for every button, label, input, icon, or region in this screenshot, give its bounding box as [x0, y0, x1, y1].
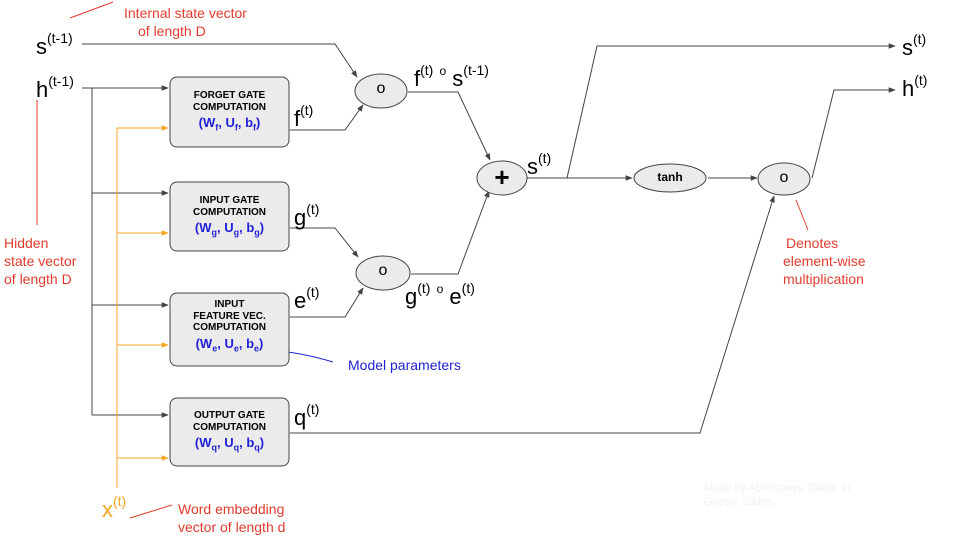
word-embedding-note-line1: Word embedding [178, 501, 285, 517]
elementwise-pointer [795, 199, 809, 231]
mult-mid-node [355, 255, 411, 291]
credit-note: Made by Abhimanyu Talwar in Google Slide… [704, 481, 850, 509]
model-params-note: Model parameters [348, 357, 461, 373]
internal-state-note-line1: Internal state vector [124, 5, 247, 21]
plus-node [476, 160, 528, 196]
word-embedding-note: Word embedding vector of length d [178, 500, 285, 536]
plus-symbol: + [494, 162, 510, 192]
internal-state-note-line2: of length D [138, 23, 206, 39]
x-t-label: x(t) [102, 493, 127, 522]
output-gate-title-1: OUTPUT GATE [194, 410, 265, 421]
s-t-output-label: s(t) [902, 31, 927, 60]
output-gate-title-2: COMPUTATION [193, 421, 266, 433]
input-gate-text: INPUT GATE COMPUTATION (Wg, Ug, bg) [170, 195, 289, 238]
mult-mid-symbol: o [378, 262, 388, 279]
g-to-mult-mid [290, 227, 359, 258]
elementwise-note: Denotes element-wise multiplication [783, 234, 865, 288]
mult-top-to-plus [408, 91, 491, 161]
feature-title-1: INPUT [214, 299, 245, 310]
feature-title-2: FEATURE VEC. [193, 310, 266, 322]
e-t-label: e(t) [294, 284, 320, 313]
forget-gate-title-1: FORGET GATE [193, 90, 266, 101]
tanh-node [633, 163, 707, 193]
input-gate-title-2: COMPUTATION [193, 206, 266, 218]
output-gate-params: (Wq, Uq, bq) [194, 435, 265, 453]
h-t-output-label: h(t) [902, 72, 928, 101]
credit-note-line2: Google Slides. [704, 496, 776, 508]
hidden-state-note-line3: of length D [4, 271, 72, 287]
output-gate-box [169, 397, 290, 467]
mult-top-symbol: o [376, 80, 386, 97]
feature-text: INPUT FEATURE VEC. COMPUTATION (We, Ue, … [170, 299, 289, 353]
tanh-symbol: tanh [657, 170, 683, 184]
elementwise-note-line3: multiplication [783, 271, 864, 287]
input-gate-box [169, 181, 290, 252]
q-t-label: q(t) [294, 401, 320, 430]
internal-state-note: Internal state vector of length D [124, 4, 247, 40]
s-t-branch-up [566, 43, 896, 179]
input-gate-title-1: INPUT GATE [199, 195, 260, 206]
mult-right-to-h-out [811, 87, 896, 179]
feature-title-3: COMPUTATION [193, 322, 266, 333]
internal-state-pointer [69, 1, 114, 19]
mult-right-node [757, 162, 811, 196]
forget-gate-text: FORGET GATE COMPUTATION (Wf, Uf, bf) [170, 90, 289, 133]
h-prev-trunk [82, 87, 93, 415]
forget-gate-params: (Wf, Uf, bf) [198, 115, 261, 133]
mult-top-node [354, 73, 408, 109]
elementwise-note-line2: element-wise [783, 253, 866, 269]
hidden-state-note-line1: Hidden [4, 235, 49, 251]
f-to-mult-top [290, 104, 364, 131]
s-prev-label: s(t-1) [36, 30, 73, 59]
g-o-e-label: g(t) o e(t) [405, 280, 475, 309]
f-t-label: f(t) [294, 102, 314, 131]
forget-gate-box [169, 76, 290, 148]
s-prev-to-mult-top [82, 43, 358, 78]
e-to-mult-mid [290, 287, 364, 318]
word-embedding-note-line2: vector of length d [178, 519, 286, 535]
q-to-mult-right [290, 195, 775, 434]
feature-box [169, 292, 290, 367]
h-prev-label: h(t-1) [36, 73, 74, 102]
output-gate-text: OUTPUT GATE COMPUTATION (Wq, Uq, bq) [170, 410, 289, 453]
hidden-state-note-line2: state vector [4, 253, 77, 269]
hidden-state-note: Hidden state vector of length D [4, 234, 76, 288]
elementwise-note-line1: Denotes [786, 235, 839, 251]
word-embedding-pointer [129, 504, 173, 519]
mult-mid-to-plus [411, 190, 490, 275]
credit-note-line1: Made by Abhimanyu Talwar in [704, 482, 850, 494]
forget-gate-title-2: COMPUTATION [193, 101, 266, 113]
input-gate-params: (Wg, Ug, bg) [194, 220, 265, 238]
f-o-s-label: f(t) o s(t-1) [414, 62, 489, 91]
feature-params: (We, Ue, be) [195, 335, 264, 354]
g-t-label: g(t) [294, 201, 320, 230]
mult-right-symbol: o [779, 169, 789, 186]
s-t-mid-label: s(t) [527, 150, 552, 179]
